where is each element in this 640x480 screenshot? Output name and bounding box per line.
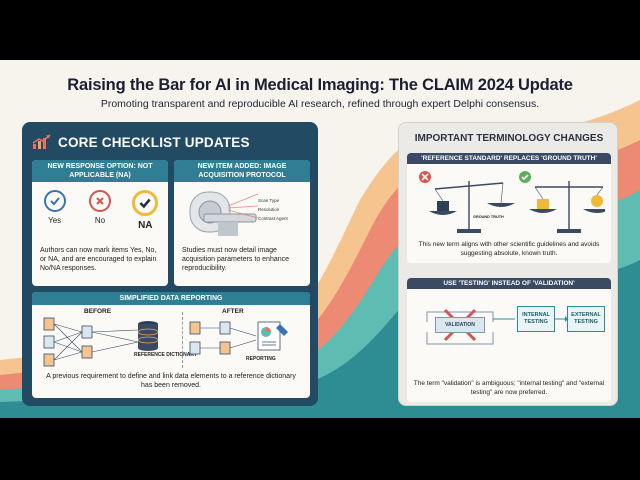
option-yes: Yes: [35, 190, 75, 231]
reference-standard-card: 'REFERENCE STANDARD' REPLACES 'GROUND TR…: [407, 153, 611, 263]
na-option-text: Authors can now mark items Yes, No, or N…: [40, 247, 157, 272]
na-option-header: NEW RESPONSE OPTION: NOT APPLICABLE (NA): [32, 160, 168, 182]
data-reporting-header: SIMPLIFIED DATA REPORTING: [32, 292, 310, 305]
option-yes-label: Yes: [48, 216, 62, 225]
reference-standard-text: This new term aligns with other scientif…: [418, 241, 600, 257]
report-icon: [257, 321, 288, 351]
check-icon: [132, 190, 159, 216]
option-no-label: No: [94, 216, 106, 225]
database-icon: [137, 321, 159, 351]
contrast-agent-label: Contrast Agent: [258, 216, 288, 221]
terminology-panel: IMPORTANT TERMINOLOGY CHANGES 'REFERENCE…: [398, 122, 618, 406]
testing-card: USE 'TESTING' INSTEAD OF 'VALIDATION' VA…: [407, 278, 611, 402]
page-subtitle: Promoting transparent and reproducible A…: [100, 98, 540, 110]
data-reporting-text: A previous requirement to define and lin…: [46, 373, 296, 389]
option-na-label: NA: [138, 220, 153, 231]
check-icon: [43, 190, 66, 212]
page-title: Raising the Bar for AI in Medical Imagin…: [67, 76, 573, 94]
na-option-card: NEW RESPONSE OPTION: NOT APPLICABLE (NA)…: [32, 160, 168, 286]
core-checklist-panel: CORE CHECKLIST UPDATES NEW RESPONSE OPTI…: [22, 122, 318, 406]
reporting-label: REPORTING: [246, 356, 276, 362]
internal-testing-box: INTERNAL TESTING: [517, 306, 555, 332]
data-reporting-card: SIMPLIFIED DATA REPORTING BEFORE AFTER: [32, 292, 310, 398]
infographic-canvas: Raising the Bar for AI in Medical Imagin…: [0, 60, 640, 418]
external-testing-box: EXTERNAL TESTING: [567, 306, 605, 332]
after-diagram: [189, 321, 288, 355]
option-no: No: [80, 190, 120, 231]
check-icon: [519, 171, 531, 183]
scan-type-label: Scan Type: [258, 198, 280, 203]
acquisition-header: NEW ITEM ADDED: IMAGE ACQUISITION PROTOC…: [174, 160, 310, 182]
before-label: BEFORE: [84, 308, 112, 315]
ground-truth-label: GROUND TRUTH: [473, 215, 504, 219]
terminology-heading: IMPORTANT TERMINOLOGY CHANGES: [414, 133, 604, 144]
resolution-label: Resolution: [258, 207, 280, 212]
core-heading: CORE CHECKLIST UPDATES: [58, 134, 250, 150]
scan-parameter-labels: Scan Type Resolution Contrast Agent: [258, 196, 288, 223]
before-after-divider: [182, 312, 183, 368]
testing-header: USE 'TESTING' INSTEAD OF 'VALIDATION': [407, 278, 611, 289]
document-icon: [43, 317, 93, 367]
response-options: Yes No NA: [32, 190, 168, 231]
mri-scanner-icon: [189, 191, 259, 236]
cross-icon: [88, 190, 111, 212]
testing-text: The term "validation" is ambiguous; "int…: [413, 380, 605, 396]
before-diagram: [43, 317, 159, 367]
acquisition-protocol-card: NEW ITEM ADDED: IMAGE ACQUISITION PROTOC…: [174, 160, 310, 286]
option-na: NA: [125, 190, 165, 231]
after-label: AFTER: [222, 308, 244, 315]
reference-standard-header: 'REFERENCE STANDARD' REPLACES 'GROUND TR…: [407, 153, 611, 164]
core-heading-row: CORE CHECKLIST UPDATES: [32, 134, 250, 150]
cross-icon: [419, 171, 431, 183]
reference-dictionary-label: REFERENCE DICTIONARY: [134, 352, 198, 358]
acquisition-text: Studies must now detail image acquisitio…: [182, 247, 290, 272]
validation-box: VALIDATION: [435, 317, 485, 333]
trend-chart-icon: [32, 134, 51, 149]
scale-icon: [419, 171, 605, 233]
document-icon: [189, 321, 231, 355]
